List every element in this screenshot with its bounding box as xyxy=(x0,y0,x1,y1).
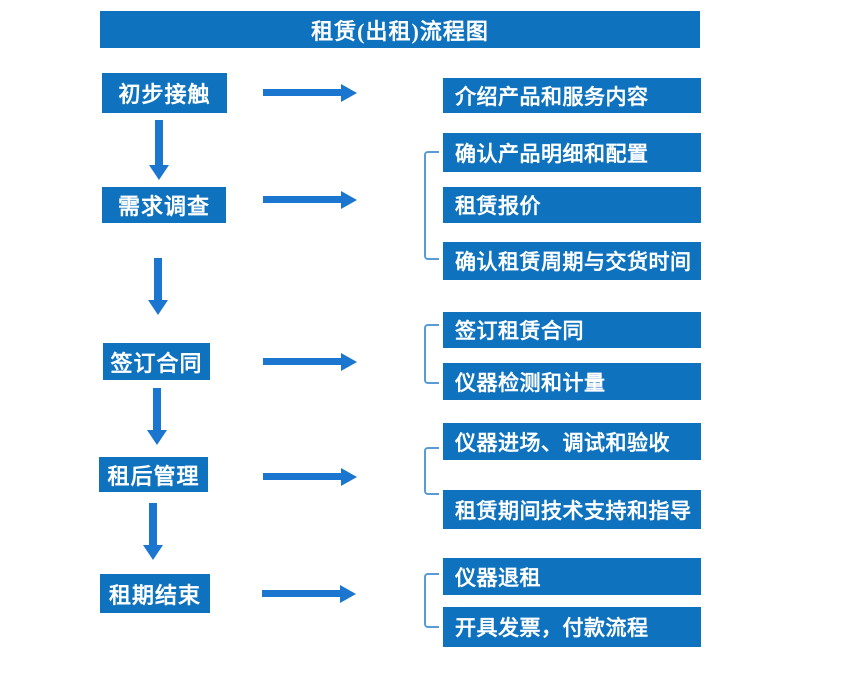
step-label: 初步接触 xyxy=(118,82,211,107)
step-box-initial-contact: 初步接触 xyxy=(102,73,227,113)
right-arrow-icon xyxy=(263,196,341,203)
output-label: 仪器进场、调试和验收 xyxy=(455,430,670,455)
output-box-instrument-inspection: 仪器检测和计量 xyxy=(443,363,701,400)
output-label: 签订租赁合同 xyxy=(455,319,584,343)
step-box-sign-contract: 签订合同 xyxy=(103,343,210,380)
output-box-instrument-return: 仪器退租 xyxy=(443,558,701,595)
output-label: 租赁期间技术支持和指导 xyxy=(455,498,692,523)
step-label: 签订合同 xyxy=(110,350,203,376)
step-box-post-rental-management: 租后管理 xyxy=(99,457,208,492)
right-arrow-icon xyxy=(263,473,341,480)
diagram-title-bar: 租赁(出租)流程图 xyxy=(100,11,700,48)
output-label: 仪器退租 xyxy=(455,565,541,590)
right-arrow-icon xyxy=(263,358,341,365)
output-box-introduce-products: 介绍产品和服务内容 xyxy=(443,78,701,113)
step-label: 需求调查 xyxy=(117,194,210,219)
output-label: 仪器检测和计量 xyxy=(455,370,606,395)
step-box-rental-end: 租期结束 xyxy=(100,574,210,613)
down-arrow-icon xyxy=(153,388,161,430)
output-label: 开具发票，付款流程 xyxy=(455,616,649,640)
output-box-technical-support: 租赁期间技术支持和指导 xyxy=(443,490,701,529)
group-bracket-icon xyxy=(424,151,439,260)
output-box-invoice-payment: 开具发票，付款流程 xyxy=(443,607,701,647)
down-arrow-icon xyxy=(149,503,157,545)
group-bracket-icon xyxy=(424,447,439,495)
right-arrow-icon xyxy=(263,89,341,96)
down-arrow-icon xyxy=(154,258,162,300)
down-arrow-icon xyxy=(155,120,163,165)
step-label: 租期结束 xyxy=(108,582,201,608)
output-box-sign-rental-contract: 签订租赁合同 xyxy=(443,312,701,348)
output-box-confirm-rental-period: 确认租赁周期与交货时间 xyxy=(443,242,701,280)
output-box-instrument-arrival: 仪器进场、调试和验收 xyxy=(443,423,701,460)
output-label: 确认产品明细和配置 xyxy=(455,141,649,166)
output-box-rental-quote: 租赁报价 xyxy=(443,187,701,223)
step-box-demand-survey: 需求调查 xyxy=(102,187,226,223)
step-label: 租后管理 xyxy=(107,463,200,489)
group-bracket-icon xyxy=(424,573,439,628)
output-label: 介绍产品和服务内容 xyxy=(455,84,649,109)
group-bracket-icon xyxy=(424,324,439,384)
diagram-title: 租赁(出租)流程图 xyxy=(311,18,489,44)
right-arrow-icon xyxy=(262,590,340,597)
output-label: 租赁报价 xyxy=(455,194,541,218)
output-box-confirm-product-details: 确认产品明细和配置 xyxy=(443,133,701,172)
output-label: 确认租赁周期与交货时间 xyxy=(455,250,692,274)
